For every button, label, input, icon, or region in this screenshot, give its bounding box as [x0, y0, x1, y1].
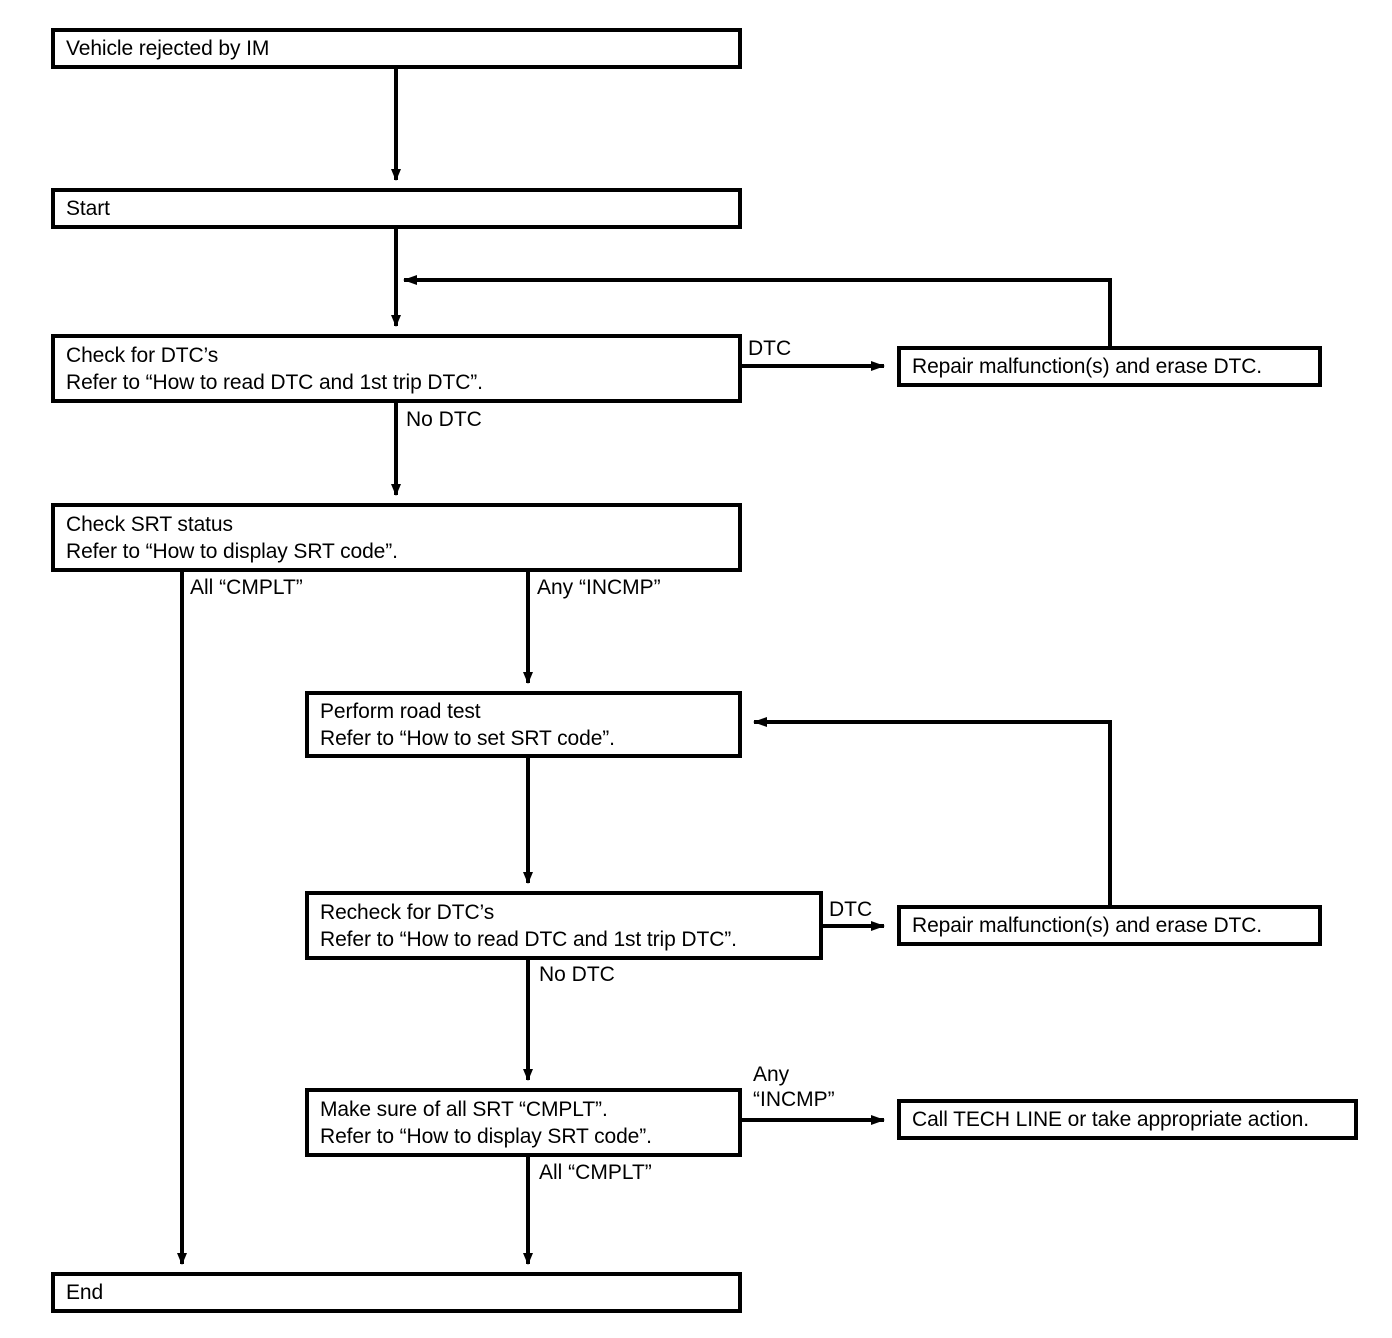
- edge-label-no-dtc-1: No DTC: [406, 408, 482, 431]
- node-road-test: Perform road test Refer to “How to set S…: [305, 691, 742, 758]
- node-vehicle-rejected: Vehicle rejected by IM: [51, 28, 742, 69]
- node-repair-erase-1: Repair malfunction(s) and erase DTC.: [897, 346, 1322, 387]
- node-text: Repair malfunction(s) and erase DTC.: [912, 914, 1263, 937]
- edge-label-any-incmp-2-line-1: Any: [753, 1063, 790, 1086]
- node-text: Repair malfunction(s) and erase DTC.: [912, 355, 1263, 378]
- node-text-line-2: Refer to “How to read DTC and 1st trip D…: [320, 927, 737, 951]
- node-end: End: [51, 1272, 742, 1313]
- node-check-dtc: Check for DTC’s Refer to “How to read DT…: [51, 334, 742, 403]
- node-text: Start: [66, 197, 110, 220]
- node-text-line-2: Refer to “How to display SRT code”.: [320, 1124, 652, 1148]
- node-recheck-dtc: Recheck for DTC’s Refer to “How to read …: [305, 891, 823, 960]
- node-text-line-2: Refer to “How to read DTC and 1st trip D…: [66, 370, 483, 394]
- edge-label-all-cmplt-1: All “CMPLT”: [190, 576, 303, 599]
- node-text: Vehicle rejected by IM: [66, 37, 270, 60]
- connector-repair2-feedback: [753, 717, 1112, 905]
- node-call-tech-line: Call TECH LINE or take appropriate actio…: [897, 1099, 1358, 1140]
- node-start: Start: [51, 188, 742, 229]
- node-repair-erase-2: Repair malfunction(s) and erase DTC.: [897, 905, 1322, 946]
- node-text-line-1: Make sure of all SRT “CMPLT”.: [320, 1097, 608, 1121]
- edge-label-dtc-1: DTC: [748, 337, 792, 360]
- edge-label-any-incmp-1: Any “INCMP”: [537, 576, 661, 599]
- node-text: End: [66, 1281, 104, 1304]
- connector-repair1-feedback: [403, 275, 1112, 346]
- edge-label-no-dtc-2: No DTC: [539, 963, 615, 986]
- node-check-srt: Check SRT status Refer to “How to displa…: [51, 503, 742, 572]
- node-make-sure-srt: Make sure of all SRT “CMPLT”. Refer to “…: [305, 1088, 742, 1157]
- edge-label-all-cmplt-2: All “CMPLT”: [539, 1161, 652, 1184]
- edge-label-any-incmp-2-line-2: “INCMP”: [753, 1088, 835, 1111]
- node-text-line-1: Check for DTC’s: [66, 343, 219, 367]
- node-text-line-1: Check SRT status: [66, 512, 233, 536]
- node-text-line-1: Perform road test: [320, 699, 481, 723]
- edge-label-dtc-2: DTC: [829, 898, 873, 921]
- node-text-line-2: Refer to “How to set SRT code”.: [320, 726, 615, 750]
- node-text-line-1: Recheck for DTC’s: [320, 900, 495, 924]
- node-text-line-2: Refer to “How to display SRT code”.: [66, 539, 398, 563]
- node-text: Call TECH LINE or take appropriate actio…: [912, 1108, 1309, 1131]
